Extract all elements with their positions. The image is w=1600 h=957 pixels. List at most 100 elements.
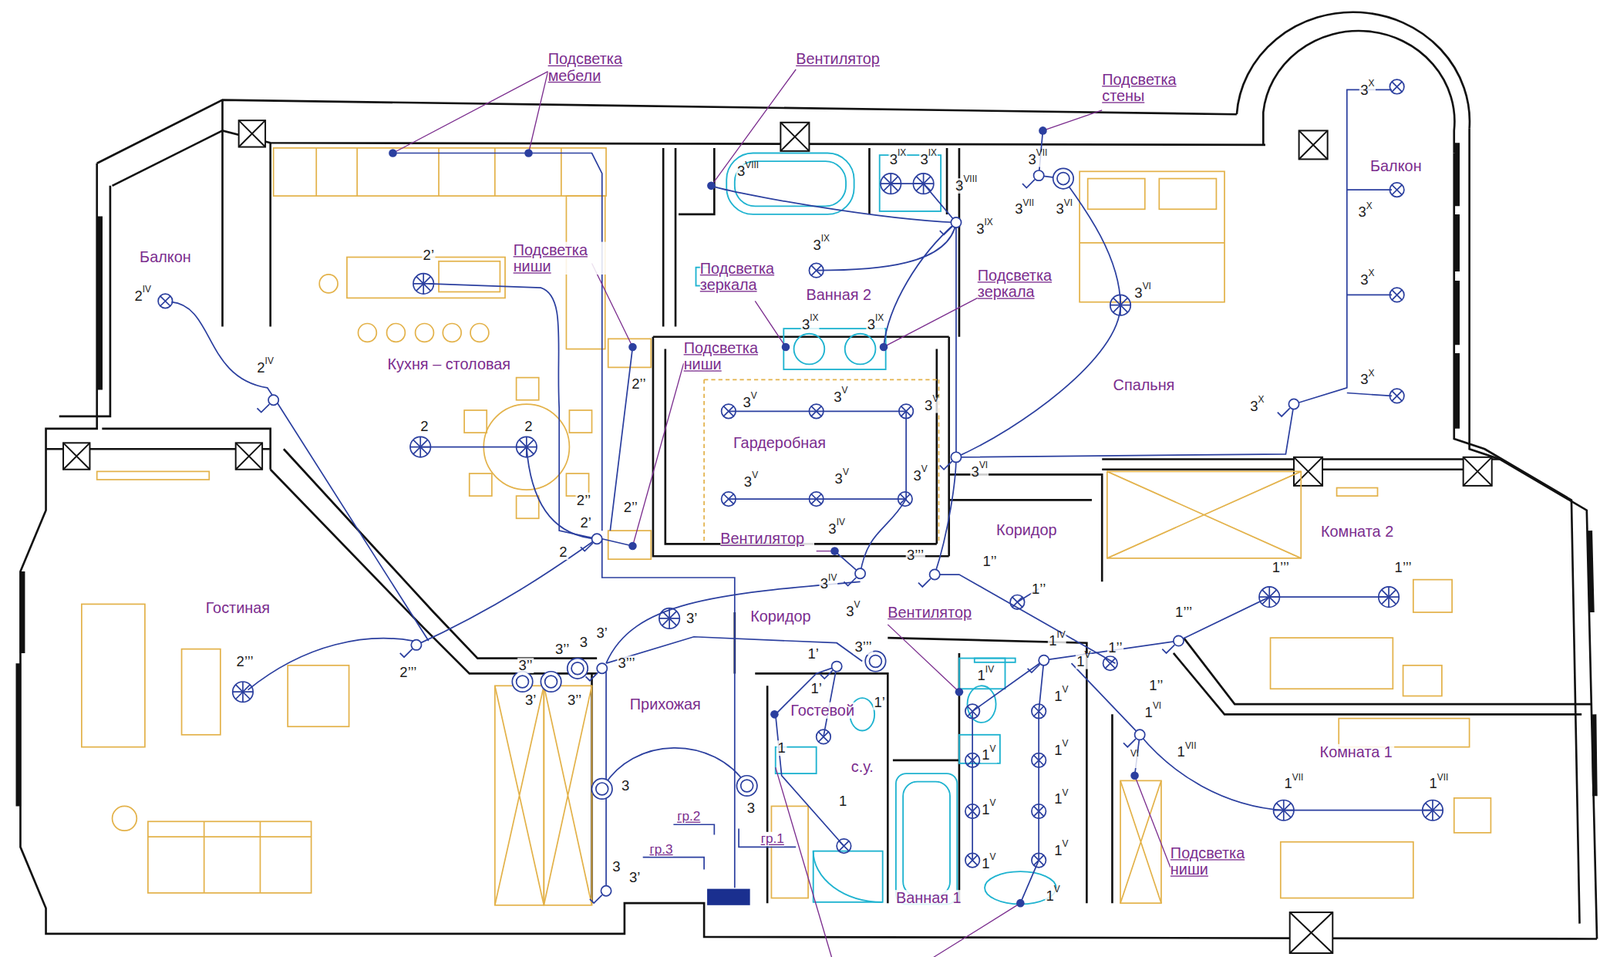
circuit-index: V: [853, 599, 860, 610]
callout-text: Подсветка ниши: [513, 242, 608, 275]
circuit-index: V: [932, 393, 939, 404]
circuit-number: 1’: [806, 646, 820, 662]
circuit-index: VI: [1130, 748, 1139, 759]
circuit-index: V: [989, 743, 996, 754]
circuit-base: 1: [1048, 632, 1057, 649]
circuit-base: 3: [867, 316, 876, 333]
circuit-number: 3V: [741, 394, 758, 410]
circuit-number: 3V: [743, 474, 760, 489]
circuit-number: 2’’: [630, 376, 647, 391]
circuit-base: 3: [1360, 271, 1368, 288]
circuit-number: 3IX: [975, 221, 994, 236]
callout-text: Подсветка зеркала: [977, 267, 1072, 300]
room-name: Гостиная: [203, 599, 273, 617]
circuit-number: 3IV: [818, 576, 838, 591]
callout-text: Подсветка ниши: [1170, 845, 1265, 878]
circuit-number: 3VIII: [954, 178, 979, 193]
circuit-base: 1: [1054, 790, 1062, 807]
circuit-number: 3VII: [1027, 151, 1049, 167]
circuit-index: IX: [821, 233, 830, 244]
circuit-number: 2IV: [133, 288, 152, 304]
circuit-index: X: [1367, 77, 1375, 88]
room-name: Кухня – столовая: [385, 356, 513, 373]
circuit-index: IV: [985, 663, 994, 674]
group-label: гр.2: [677, 809, 701, 824]
circuit-number: 3VI: [1133, 285, 1152, 300]
circuit-index: VII: [1185, 740, 1197, 751]
circuit-base: 3: [744, 473, 752, 490]
circuit-number: 1VII: [1428, 776, 1450, 792]
circuit-index: V: [842, 385, 849, 396]
circuit-number: 2’’: [622, 499, 639, 515]
circuit-number: 3’’’: [616, 655, 637, 671]
circuit-base: 1: [1145, 704, 1153, 721]
circuit-number: 3V: [845, 603, 862, 619]
callout-text: Вентилятор: [795, 50, 890, 68]
circuit-base: 3: [1249, 397, 1258, 415]
circuit-base: 3: [913, 467, 922, 484]
circuit-index: IX: [897, 147, 907, 158]
room-name: Коридор: [993, 521, 1059, 538]
circuit-index: VI: [1152, 700, 1162, 711]
circuit-number: 2: [419, 418, 430, 434]
circuit-number: 1: [776, 740, 787, 755]
circuit-number: 3X: [1249, 398, 1266, 414]
room-name: Коридор: [748, 608, 814, 625]
circuit-number: 3X: [1359, 372, 1376, 388]
circuit-base: 1: [981, 746, 990, 763]
circuit-number: 3X: [1357, 205, 1374, 220]
circuit-number: 1V: [1075, 653, 1092, 669]
circuit-number: 1’’’: [1393, 559, 1413, 575]
room-name: Комната 2: [1318, 523, 1396, 540]
callout-text: Подсветка ниши: [683, 340, 779, 373]
circuit-base: 3: [1360, 80, 1368, 98]
circuit-index: V: [1084, 650, 1092, 661]
room-name: Прихожая: [627, 696, 703, 713]
circuit-number: 1V: [1053, 688, 1070, 704]
circuit-number: 1V: [1053, 791, 1070, 806]
circuit-number: 1V: [1053, 742, 1070, 758]
circuit-base: 3: [1134, 284, 1142, 301]
circuit-number: 3IV: [827, 521, 846, 536]
circuit-number: 2’’’: [235, 653, 255, 669]
circuit-index: IV: [828, 572, 837, 583]
circuit-number: 3: [620, 778, 631, 793]
circuit-base: 3: [1014, 200, 1023, 217]
circuit-number: 1IV: [1047, 633, 1067, 648]
circuit-base: 2: [256, 358, 265, 375]
circuit-base: 3: [737, 162, 745, 179]
circuit-number: 1VII: [1175, 744, 1198, 760]
room-name: Балкон: [137, 249, 193, 266]
circuit-number: 3X: [1359, 82, 1376, 98]
callout-text: Вентилятор: [887, 603, 982, 620]
room-name: Спальня: [1111, 376, 1177, 393]
circuit-number: 1V: [980, 747, 998, 763]
circuit-index: VII: [1437, 771, 1449, 782]
circuit-index: IV: [142, 284, 152, 295]
circuit-number: 1’’: [1030, 581, 1048, 597]
circuit-number: 3VII: [1013, 202, 1036, 217]
circuit-number: 2: [523, 418, 534, 434]
circuit-base: 1: [1054, 687, 1062, 704]
circuit-number: 3: [611, 858, 622, 874]
callout-text: Подсветка зеркала: [700, 259, 795, 293]
circuit-index: V: [1061, 838, 1068, 849]
circuit-number: 3’’’: [906, 547, 926, 563]
circuit-number: 1V: [1044, 888, 1062, 903]
circuit-number: 2’’’: [398, 664, 418, 680]
callout-text: Подсветка мебели: [548, 50, 643, 84]
circuit-number: 1VI: [1143, 704, 1163, 720]
circuit-number: 3: [745, 800, 756, 816]
room-name: Комната 1: [1317, 744, 1395, 761]
circuit-number: 3V: [833, 471, 850, 486]
circuit-index: IX: [928, 147, 937, 158]
circuit-number: 3’’: [566, 692, 583, 708]
circuit-base: 3: [1360, 370, 1368, 388]
circuit-index: V: [989, 852, 996, 863]
circuit-index: V: [751, 470, 758, 481]
circuit-number: 3V: [912, 468, 929, 483]
circuit-index: IV: [265, 355, 274, 366]
circuit-base: 3: [812, 236, 821, 253]
